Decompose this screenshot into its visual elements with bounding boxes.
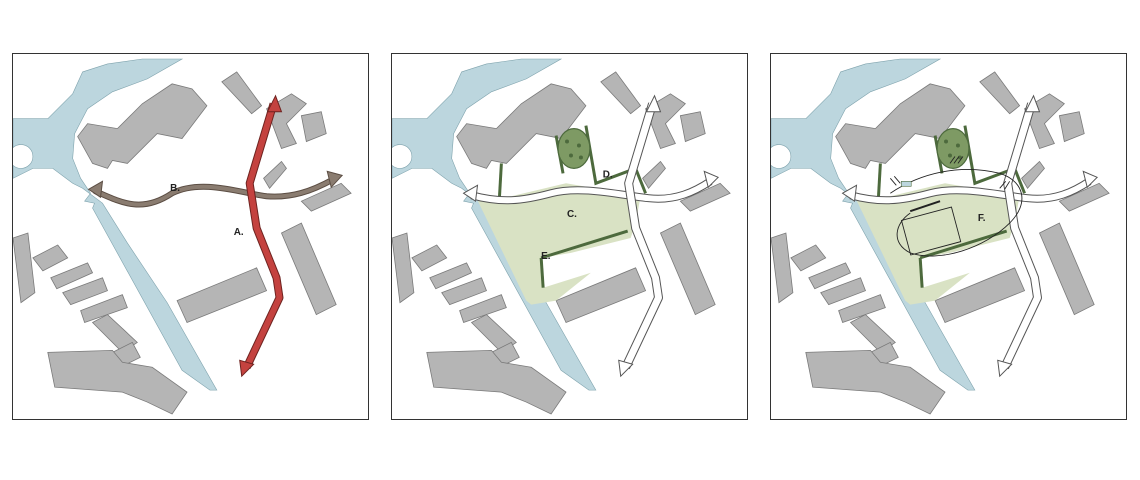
path-network [841, 94, 1099, 378]
diagram-panel-design: F. [770, 53, 1127, 420]
park-area [476, 183, 641, 305]
label-d: D. [603, 169, 613, 180]
diagram-panel-park: D. C. E. [391, 53, 748, 420]
diagram-panel-routes: B. A. [12, 53, 369, 420]
tree-cluster [557, 128, 591, 169]
label-b: B. [170, 183, 180, 194]
tree-cluster [936, 128, 970, 169]
label-a: A. [234, 227, 244, 238]
label-f: F. [978, 213, 986, 224]
path-network [462, 94, 720, 378]
route-b-arrow [87, 170, 344, 208]
design-sketch [889, 156, 1023, 257]
water-feature [900, 181, 912, 187]
label-e: E. [541, 251, 551, 262]
park-area [855, 183, 1020, 305]
route-a-arrow [239, 94, 284, 378]
label-c: C. [567, 209, 577, 220]
